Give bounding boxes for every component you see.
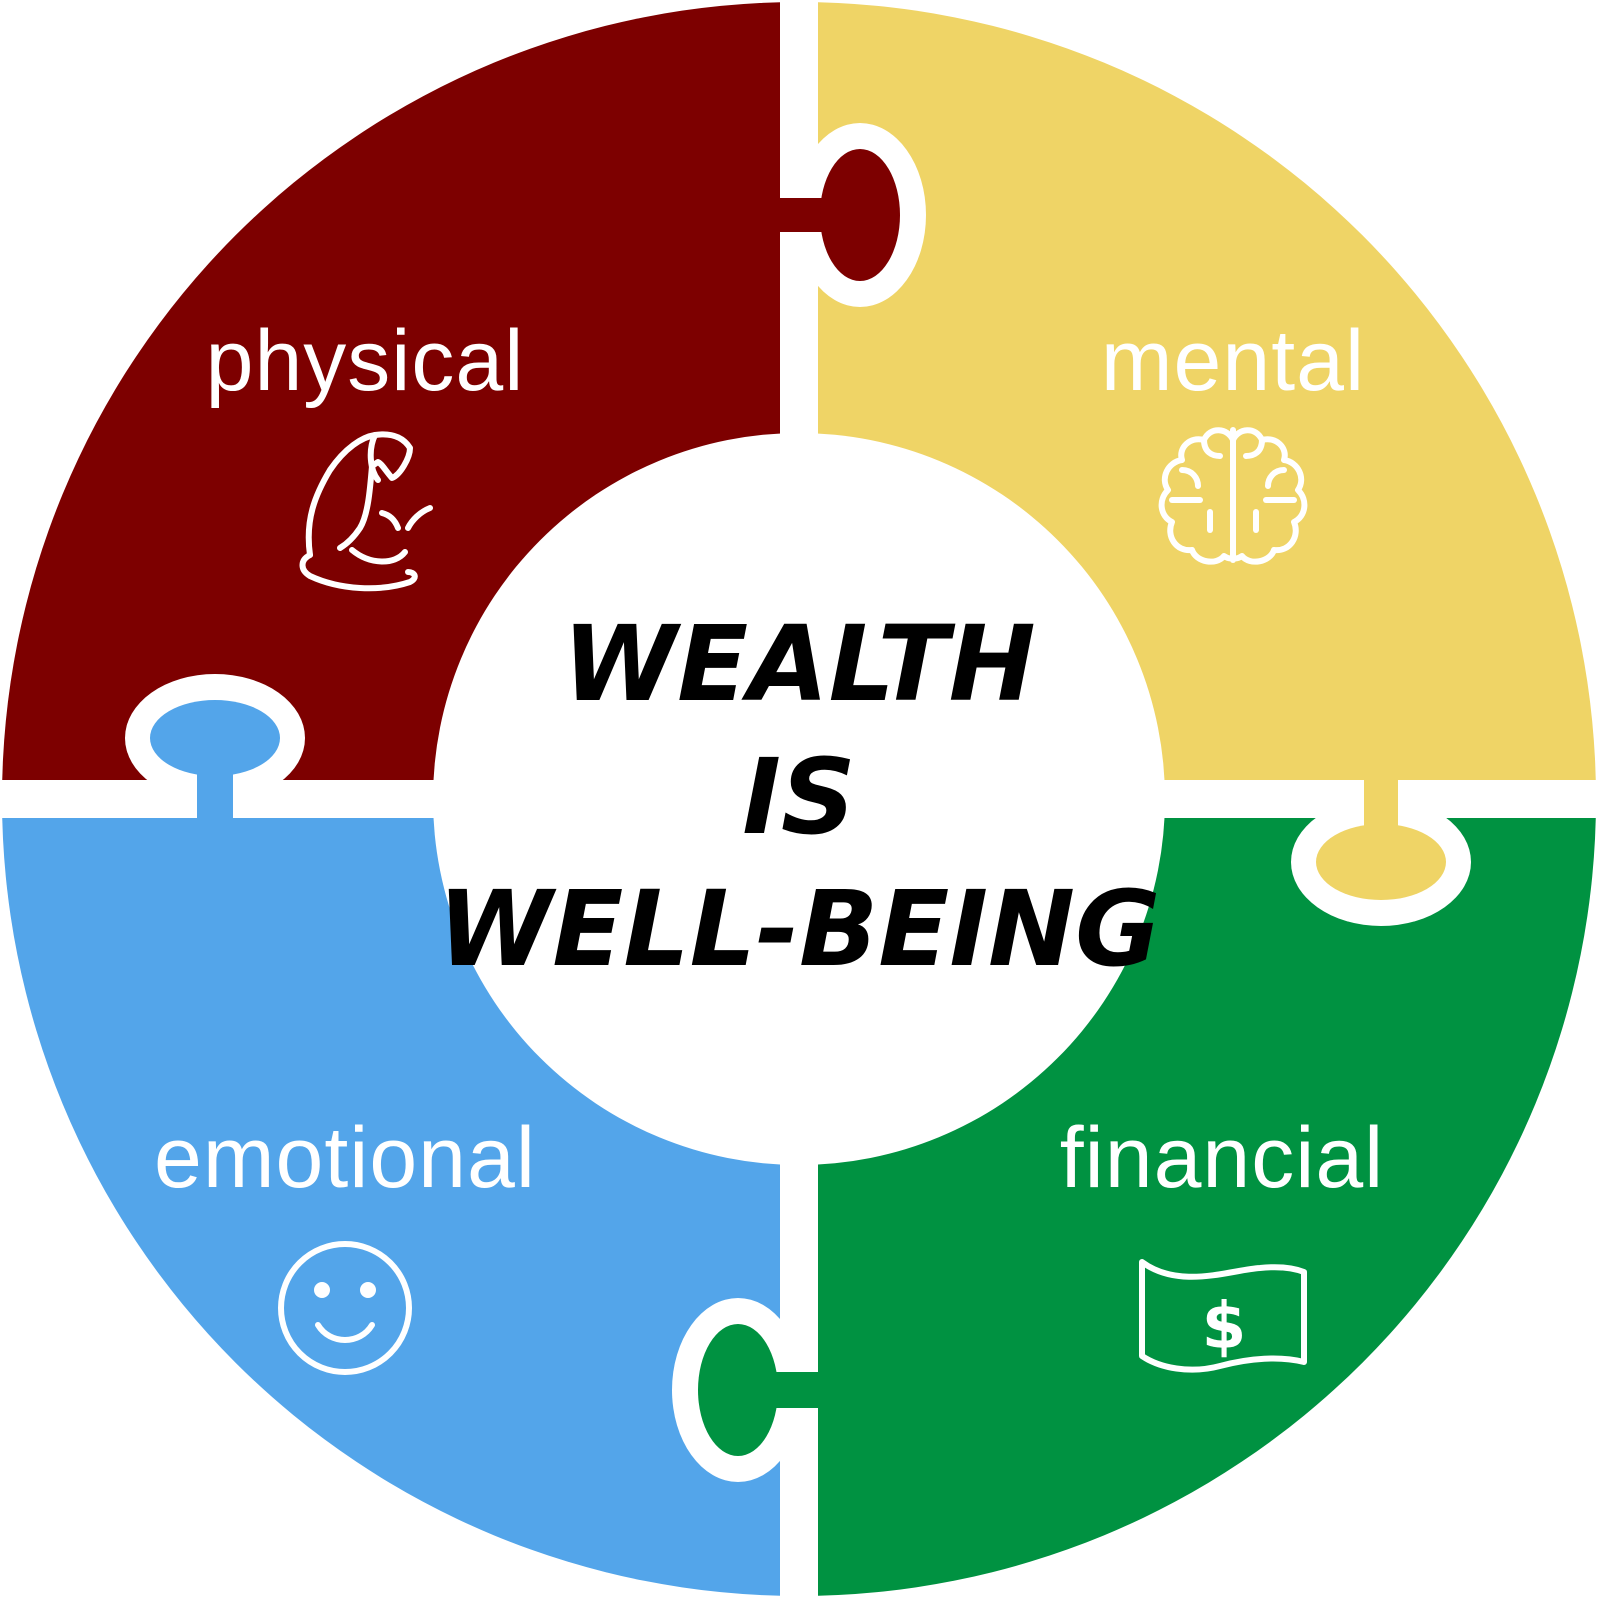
smiley-face-icon	[278, 1241, 412, 1375]
dollar-bill-icon: $	[1139, 1259, 1307, 1373]
puzzle-tab-right	[1291, 770, 1471, 926]
mental-label: mental	[1101, 313, 1365, 409]
brain-icon	[1158, 427, 1308, 565]
financial-label: financial	[1060, 1110, 1385, 1206]
dollar-sign: $	[1202, 1290, 1247, 1364]
title-line-3: WELL-BEING	[438, 868, 1161, 990]
puzzle-tab-top	[780, 123, 926, 307]
title-line-2: IS	[742, 736, 856, 858]
physical-label: physical	[206, 313, 525, 409]
puzzle-tab-bottom	[672, 1298, 830, 1482]
puzzle-tab-left	[125, 674, 305, 830]
flexed-bicep-icon	[299, 431, 433, 592]
emotional-label: emotional	[154, 1110, 536, 1206]
center-circle	[433, 433, 1165, 1165]
title-line-1: WEALTH	[562, 603, 1035, 725]
